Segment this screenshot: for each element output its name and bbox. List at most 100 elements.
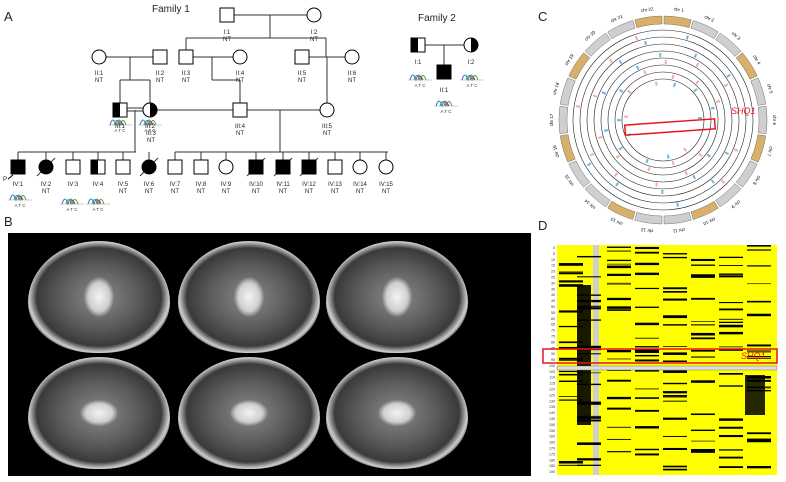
pedigree-iv2 [39, 160, 53, 174]
status-iv12: NT [305, 189, 313, 195]
status-iii3: NT [147, 138, 155, 144]
ventricle-shape [80, 400, 118, 426]
circos-mark [693, 175, 695, 179]
label-iv10: IV:10 [249, 182, 263, 188]
heatmap-row-label: 20 [551, 270, 555, 274]
pedigree-ii5 [295, 50, 309, 64]
chrom-label: chr 7 [766, 146, 774, 157]
label-iv4: IV:4 [93, 182, 104, 188]
circos-mark [668, 155, 669, 159]
heatmap-mark [635, 355, 659, 356]
heatmap-mark [663, 391, 687, 393]
heatmap-row-label: 145 [549, 417, 555, 421]
circos-mark [696, 63, 698, 66]
heatmap-row-label: 125 [549, 393, 555, 397]
status-iv13: NT [331, 189, 339, 195]
heatmap-mark [691, 380, 715, 383]
status-iv6: NT [145, 189, 153, 195]
pedigree-iv6 [142, 160, 156, 174]
chrom-label: chr 3 [731, 31, 742, 42]
heatmap-mark [559, 272, 583, 273]
chrom-label: chr 10 [702, 217, 716, 227]
heatmap-row-label: 90 [551, 352, 555, 356]
heatmap-mark [719, 319, 743, 320]
status-iii5: NT [323, 131, 331, 137]
heatmap-mark [663, 352, 687, 355]
heatmap-mark [577, 465, 601, 466]
heatmap-row-label: 185 [549, 464, 555, 468]
mri-scan-4 [28, 357, 170, 469]
heatmap-row-label: 165 [549, 441, 555, 445]
heatmap-row-label: 35 [551, 287, 555, 291]
heatmap-mark [663, 324, 687, 325]
heatmap-row-label: 55 [551, 311, 555, 315]
circos-mark [694, 89, 697, 92]
heatmap-mark [747, 301, 771, 303]
circos-mark [628, 90, 631, 93]
heatmap-mark [663, 346, 687, 347]
heatmap-mark [719, 373, 743, 375]
heatmap-mark [635, 359, 659, 361]
heatmap-row-label: 10 [551, 258, 555, 262]
heatmap-mark [691, 321, 715, 322]
circos-mark [602, 92, 606, 94]
svg-text:A T C: A T C [14, 203, 26, 208]
chrom-label: chr 1 [674, 6, 685, 12]
trace-iv1: A T C [8, 195, 32, 208]
mri-scan-2 [178, 241, 320, 353]
status-iv11: NT [279, 189, 287, 195]
heatmap-mark [719, 309, 743, 311]
circos-mark [637, 66, 639, 70]
ideogram-segment [559, 106, 568, 134]
circos-mark [695, 54, 697, 58]
label-ii6: II:6 [348, 71, 357, 77]
pedigree-iv13 [328, 160, 342, 174]
heatmap-mark [691, 357, 715, 358]
pedigree-iv4 [91, 160, 105, 174]
heatmap-mark [663, 436, 687, 437]
ventricle-shape [84, 277, 114, 317]
chrom-label: chr 9 [730, 199, 741, 210]
heatmap-mark [663, 287, 687, 289]
heatmap-mark [663, 397, 687, 398]
chrom-label: chr 12 [640, 227, 654, 234]
label-iv15: IV:15 [379, 182, 393, 188]
heatmap-mark [607, 284, 631, 285]
heatmap-mark [719, 265, 743, 266]
label-iv13: IV:13 [328, 182, 342, 188]
fam2-i2 [464, 38, 478, 52]
circos-mark [699, 153, 702, 156]
heatmap-mark [607, 247, 631, 248]
heatmap-mark [577, 256, 601, 257]
heatmap-mark [559, 280, 583, 282]
circos-mark [722, 180, 725, 183]
heatmap-mark [635, 449, 659, 450]
pedigree-iv7 [168, 160, 182, 174]
label-iv8: IV:8 [196, 182, 207, 188]
heatmap-mark [691, 452, 715, 453]
heatmap-mark [691, 338, 715, 339]
heatmap-mark [663, 469, 687, 471]
heatmap-mark [719, 302, 743, 303]
heatmap-row-label: 5 [553, 252, 555, 256]
circos-mark [645, 41, 646, 45]
panel-letter-c: C [538, 9, 547, 24]
heatmap-gap [593, 245, 599, 475]
pedigree-ii1 [92, 50, 106, 64]
pedigree-ii2 [153, 50, 167, 64]
heatmap-mark [719, 418, 743, 420]
chrom-label: chr 4 [752, 54, 762, 66]
heatmap-mark [663, 291, 687, 293]
heatmap-row-label: 110 [549, 376, 555, 380]
heatmap-mark [607, 380, 631, 382]
heatmap-row-label: 0 [553, 246, 555, 250]
label-iii5: III:5 [322, 124, 333, 130]
label-ii5: II:5 [298, 71, 307, 77]
heatmap-block [577, 285, 591, 425]
circos-mark [725, 152, 729, 154]
heatmap-mark [719, 322, 743, 323]
heatmap-mark [559, 263, 583, 265]
chrom-label: chr 16 [552, 144, 560, 158]
heatmap-mark [719, 257, 743, 258]
label-iv9: IV:9 [221, 182, 232, 188]
